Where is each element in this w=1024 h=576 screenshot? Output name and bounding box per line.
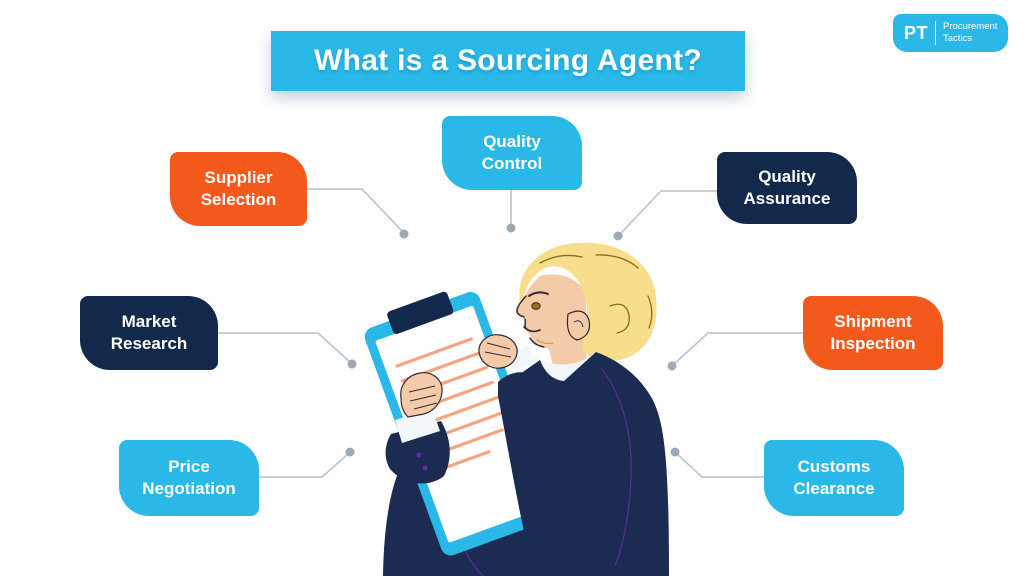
logo-name-line2: Tactics — [943, 33, 973, 44]
lower-shirt-cuff — [395, 409, 440, 443]
clipboard-clip — [387, 291, 454, 334]
topic-box-shipment-inspection: Shipment Inspection — [803, 296, 943, 370]
topic-box-market-research: Market Research — [80, 296, 218, 370]
topic-label-line: Quality — [758, 166, 816, 186]
topic-label-line: Quality — [483, 131, 541, 151]
connector-shipment-inspection — [673, 332, 803, 365]
topic-box-price-negotiation: Price Negotiation — [119, 440, 259, 516]
connector-customs-clearance — [676, 453, 764, 478]
face — [516, 274, 586, 359]
topic-label-line: Market — [121, 311, 177, 331]
sleeve-button — [422, 465, 428, 471]
topic-box-quality-control: Quality Control — [442, 116, 582, 190]
ear-inner-line — [573, 320, 584, 328]
topic-label-line: Price — [168, 456, 210, 476]
logo-initials: PT — [904, 22, 929, 43]
topic-label-line: Research — [110, 334, 188, 353]
lower-hand — [400, 372, 443, 418]
topic-box-supplier-selection: Supplier Selection — [170, 152, 307, 226]
person-illustration — [364, 242, 669, 576]
connector-price-negotiation — [259, 453, 349, 478]
topic-label-line: Selection — [200, 190, 277, 209]
lower-hand-finger-lines — [408, 385, 438, 410]
connector-dot — [399, 229, 409, 239]
connector-dot — [347, 359, 357, 369]
page-title: What is a Sourcing Agent? — [313, 44, 703, 77]
topic-label-line: Inspection — [830, 334, 916, 353]
connector-supplier-selection — [307, 188, 404, 233]
eye — [531, 302, 541, 310]
topic-label-line: Clearance — [793, 479, 875, 498]
connector-quality-assurance — [619, 190, 717, 235]
smile — [523, 326, 541, 333]
connector-dot — [667, 361, 677, 371]
topic-label-line: Shipment — [834, 311, 912, 331]
page-title-banner: What is a Sourcing Agent? — [271, 31, 745, 91]
upper-hand-finger-lines — [484, 342, 512, 358]
connector-dot — [506, 223, 516, 233]
topic-label-line: Supplier — [204, 167, 273, 187]
chin-line — [536, 339, 554, 345]
ear-icon — [566, 310, 591, 341]
connector-market-research — [218, 332, 351, 363]
topic-label-line: Control — [481, 154, 543, 173]
brand-logo: PT Procurement Tactics — [893, 14, 1009, 52]
clipboard-paper — [375, 305, 546, 543]
suit-forearm — [498, 372, 579, 558]
topic-label-line: Assurance — [743, 189, 831, 208]
topic-label-line: Negotiation — [142, 479, 236, 498]
topic-box-quality-assurance: Quality Assurance — [717, 152, 857, 224]
connector-lines — [218, 188, 803, 478]
logo-name: Procurement Tactics — [943, 21, 997, 46]
connector-dots — [345, 223, 680, 457]
upper-hand — [478, 334, 518, 369]
topic-box-customs-clearance: Customs Clearance — [764, 440, 904, 516]
logo-name-line1: Procurement — [943, 20, 998, 32]
connector-dot — [670, 447, 680, 457]
logo-divider — [935, 21, 937, 45]
eyebrow — [528, 291, 549, 297]
hair-strand-lines — [539, 254, 653, 334]
topic-label-line: Customs — [797, 456, 871, 476]
connector-dot — [613, 231, 623, 241]
sleeve-button — [416, 452, 422, 458]
connector-dot — [345, 447, 355, 457]
